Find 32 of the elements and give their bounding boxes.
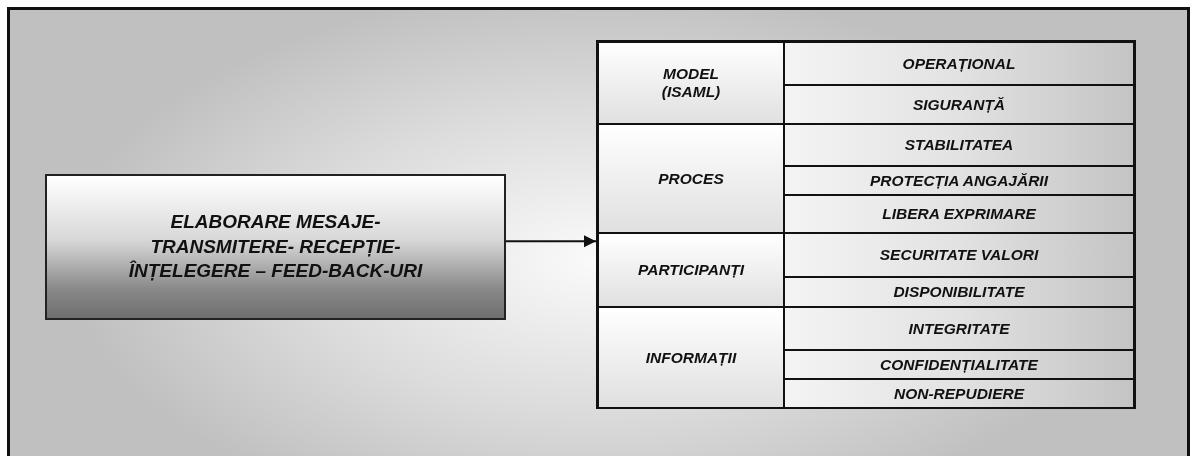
process-label: ELABORARE MESAJE- TRANSMITERE- RECEPȚIE- ÎNȚELEGERE – FEED-BACK-URI — [127, 209, 424, 284]
table-cell — [783, 194, 1135, 234]
cell-label: PROTECȚIA ANGAJĂRII — [870, 171, 1048, 190]
cell-label: PARTICIPANȚI — [638, 261, 744, 279]
table-cell — [597, 123, 785, 234]
table-cell — [783, 378, 1135, 409]
cell-label: DISPONIBILITATE — [893, 283, 1025, 301]
table-cell — [783, 349, 1135, 380]
cell-label: PROCES — [658, 169, 724, 188]
table-box — [596, 40, 1136, 409]
cell-label: OPERAȚIONAL — [902, 54, 1016, 73]
process-box — [45, 174, 506, 320]
table-cell — [783, 276, 1135, 308]
arrow — [505, 235, 597, 248]
table-cell — [783, 165, 1135, 196]
cell-label: INTEGRITATE — [908, 319, 1010, 338]
table-cell — [783, 232, 1135, 278]
cell-label: SIGURANȚĂ — [912, 95, 1006, 114]
cell-label: CONFIDENȚIALITATE — [880, 355, 1038, 374]
cell-label: MODEL (ISAML) — [661, 65, 721, 101]
table-cell — [783, 41, 1135, 86]
cell-label: SECURITATE VALORI — [879, 246, 1039, 264]
table-cell — [597, 306, 785, 409]
table-cell — [597, 41, 785, 125]
table-cell — [783, 123, 1135, 167]
cell-label: STABILITATEA — [904, 136, 1014, 154]
cell-label: NON-REPUDIERE — [893, 384, 1024, 403]
table-cell — [597, 232, 785, 308]
cell-label: LIBERA EXPRIMARE — [882, 205, 1036, 223]
table-cell — [783, 84, 1135, 125]
cell-label: INFORMAȚII — [645, 348, 737, 367]
table-cell — [783, 306, 1135, 351]
